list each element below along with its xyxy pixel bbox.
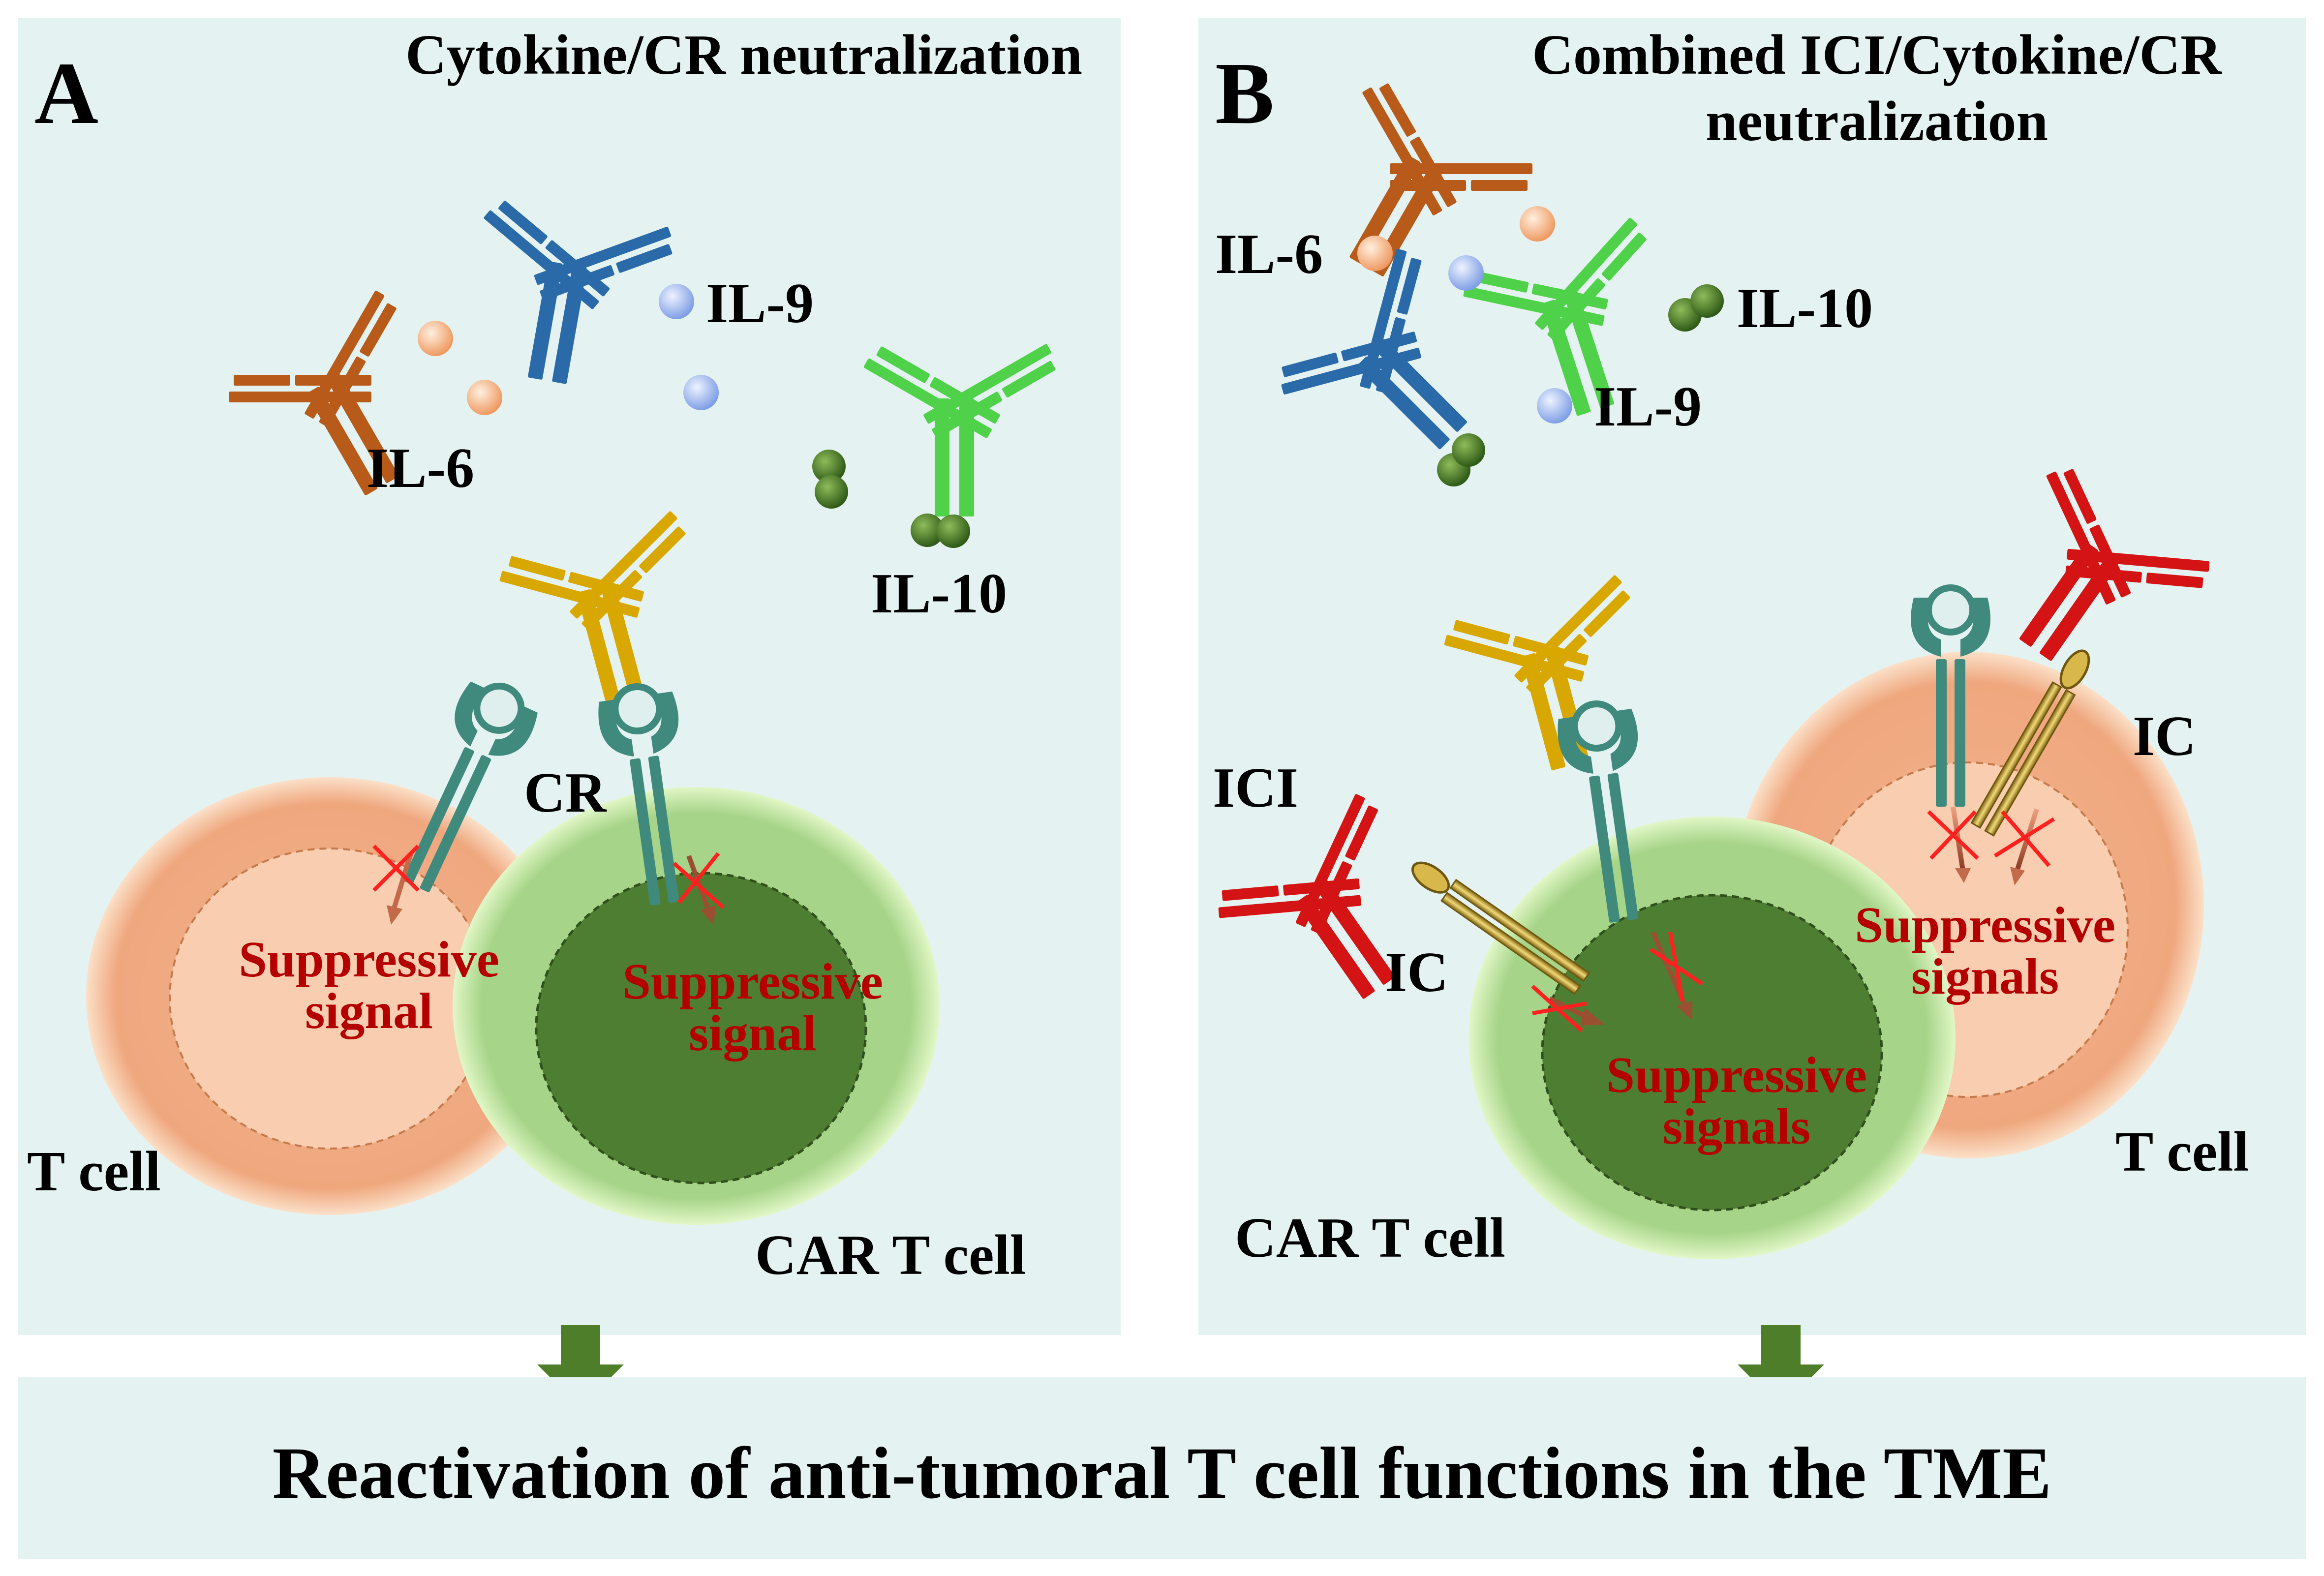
panel-b-letter: B (1215, 44, 1274, 142)
immune-checkpoint-right (1970, 649, 2090, 837)
immune-checkpoint-left (1411, 861, 1590, 995)
panel-b-title-line2: neutralization (1706, 90, 2048, 153)
il9-molecule (1448, 255, 1484, 291)
il10-molecule (911, 514, 970, 548)
cr-antibody-a (499, 511, 686, 707)
il10-label-a: IL-10 (871, 562, 1007, 625)
car-t-cell-a-signal-line2: signal (689, 1005, 817, 1061)
down-arrow-a (537, 1325, 624, 1408)
il10-molecule (1668, 284, 1724, 332)
blocked-arrow-b-ic-car (1531, 985, 1605, 1032)
il6-antibody-b (1349, 83, 1532, 276)
ic-label-right: IC (2133, 705, 2196, 768)
cr-label: CR (524, 761, 607, 824)
il6-antibody-a (229, 290, 399, 495)
receptor-a-car (598, 683, 679, 906)
car-t-cell-nucleus-a (535, 872, 867, 1184)
blocked-arrow-b-cr-tcell (1927, 806, 1979, 883)
receptor-a-tcell (403, 681, 538, 892)
il9-antibody-b (1281, 248, 1467, 450)
blocked-arrow-a-tcell (372, 845, 420, 925)
car-t-cell-b-label: CAR T cell (1235, 1207, 1505, 1270)
il10-molecule (1437, 433, 1485, 486)
t-cell-b-label: T cell (2115, 1121, 2249, 1183)
t-cell-a-label: T cell (27, 1140, 161, 1203)
blocked-arrow-b-cr-car (1649, 931, 1704, 1021)
car-t-cell-a-signal-line1: Suppressive (622, 953, 883, 1010)
il9-label-b: IL-9 (1594, 375, 1702, 438)
il10-antibody-a (863, 344, 1056, 516)
ici-antibody-left (1218, 794, 1395, 999)
outcome-text: Reactivation of anti-tumoral T cell func… (273, 1432, 2052, 1514)
receptor-b-car (1558, 700, 1639, 923)
panel-a-title: Cytokine/CR neutralization (405, 24, 1082, 87)
ici-antibody-right (2019, 469, 2210, 661)
il9-molecule (683, 375, 719, 410)
ici-label: ICI (1213, 757, 1298, 819)
il6-molecule (1357, 236, 1393, 271)
il6-label-a: IL-6 (367, 437, 474, 500)
blocked-arrow-a-car (673, 852, 725, 925)
car-t-cell-b-signals-line1: Suppressive (1606, 1047, 1867, 1103)
outcome-box (18, 1377, 2306, 1559)
il9-molecule (1537, 388, 1572, 424)
il10-label-b: IL-10 (1737, 277, 1873, 340)
il6-label-b: IL-6 (1215, 223, 1323, 286)
car-t-cell-b-signals-line2: signals (1663, 1098, 1811, 1155)
il6-molecule (1520, 206, 1555, 242)
t-cell-a-signal-line2: signal (305, 983, 433, 1039)
t-cell-b-signals-line1: Suppressive (1855, 897, 2115, 953)
down-arrow-b (1738, 1325, 1824, 1408)
il6-molecule (418, 321, 453, 356)
receptor-b-tcell (1911, 584, 1990, 807)
car-t-cell-a-label: CAR T cell (755, 1224, 1026, 1287)
il9-label-a: IL-9 (706, 272, 814, 335)
panel-a-letter: A (34, 44, 98, 142)
panel-b-title-line1: Combined ICI/Cytokine/CR (1532, 24, 2222, 87)
il9-antibody-a (484, 201, 673, 384)
il10-antibody-b (1463, 217, 1647, 416)
il9-molecule (659, 284, 694, 319)
blocked-arrow-b-ic-tcell (1993, 808, 2055, 885)
car-t-cell-nucleus-b (1541, 894, 1883, 1212)
ic-label-left: IC (1385, 941, 1448, 1004)
t-cell-b-signals-line2: signals (1911, 948, 2059, 1005)
t-cell-a-signal-line1: Suppressive (239, 931, 499, 988)
il6-molecule (467, 380, 502, 415)
il10-molecule (812, 450, 848, 509)
